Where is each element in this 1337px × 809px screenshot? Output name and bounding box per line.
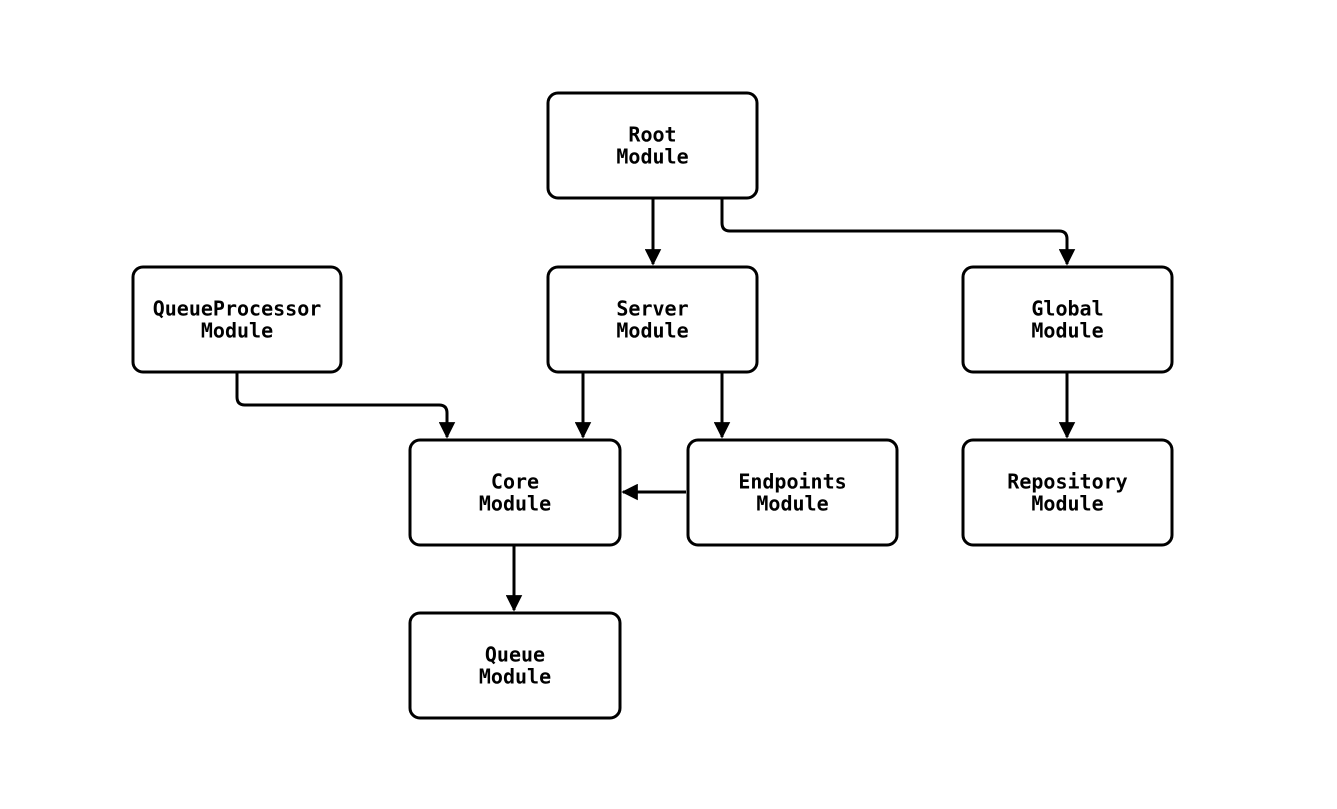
edge-root-to-global [720,198,1076,266]
node-box-queue [408,611,622,720]
edge-queueprocessor-to-core [235,372,456,439]
node-box-global [961,265,1174,374]
node-box-endpoints [686,438,899,547]
node-box-queueprocessor [131,265,343,374]
node-box-root [546,91,759,200]
node-box-server [546,265,759,374]
node-box-repository [961,438,1174,547]
node-box-core [408,438,622,547]
